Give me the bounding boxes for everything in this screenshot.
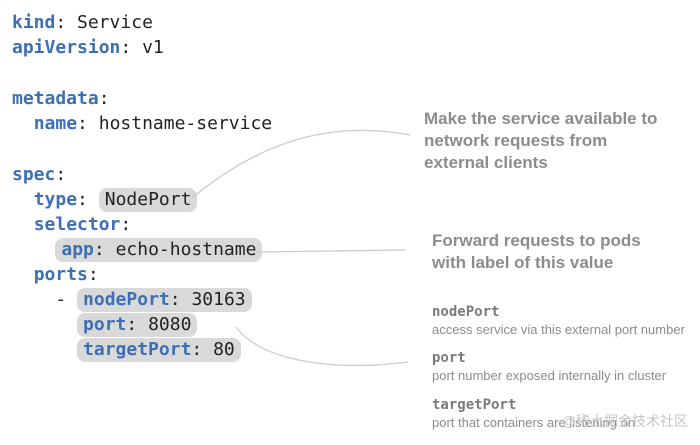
yaml-key-kind: kind [12,12,56,33]
yaml-line-app: app: echo-hostname [12,237,263,262]
yaml-line-ports: ports: [33,264,99,285]
yaml-key-apiversion: apiVersion [12,37,121,58]
yaml-key-targetport: targetPort [83,339,192,360]
yaml-targetport-highlight: targetPort: 80 [77,338,241,362]
yaml-app-highlight: app: echo-hostname [55,238,263,262]
callout-nodeport-type: Make the service available to network re… [424,109,658,172]
yaml-value-kind: Service [77,12,153,33]
yaml-key-metadata: metadata [12,88,99,109]
legend-name-targetport: targetPort [432,397,517,413]
legend-name-nodeport: nodePort [432,304,500,320]
yaml-value-targetport: 80 [213,339,235,360]
yaml-key-port: port [83,314,127,335]
legend-desc-port: port number exposed internally in cluste… [432,368,667,383]
yaml-value-app: echo-hostname [115,239,257,260]
yaml-line-nodeport: - nodePort: 30163 [12,287,252,312]
yaml-line-name: name: hostname-service [33,113,273,134]
watermark-text: @稀土掘金技术社区 [561,413,688,429]
yaml-key-nodeport: nodePort [83,289,170,310]
yaml-line-metadata: metadata: [12,88,110,109]
yaml-line-spec: spec: [12,164,67,185]
connector-app-to-callout [255,249,406,253]
yaml-line-port: port: 8080 [12,312,198,337]
legend-desc-nodeport: access service via this external port nu… [432,322,685,337]
yaml-port-highlight: port: 8080 [77,313,198,337]
yaml-key-type: type [33,189,78,210]
yaml-key-name: name [33,113,78,134]
yaml-nodeport-highlight: nodePort: 30163 [77,288,252,312]
yaml-line-kind: kind: Service [12,12,153,33]
yaml-line-selector: selector: [33,214,132,235]
yaml-value-port: 8080 [148,314,192,335]
yaml-line-targetport: targetPort: 80 [12,337,241,362]
yaml-key-ports: ports [33,264,88,285]
yaml-key-selector: selector [33,214,121,235]
yaml-value-apiversion: v1 [142,37,164,58]
yaml-line-type: type: NodePort [12,187,198,212]
yaml-key-spec: spec [12,164,56,185]
yaml-key-app: app [61,239,94,260]
connector-type-to-callout [191,129,411,199]
yaml-list-dash: - [55,289,67,310]
yaml-value-nodeport: 30163 [191,289,246,310]
yaml-line-apiversion: apiVersion: v1 [12,37,164,58]
legend-name-port: port [432,350,466,366]
yaml-value-type-highlight: NodePort [98,188,198,212]
connector-ports-to-legend [235,326,409,367]
yaml-value-name: hostname-service [98,113,273,134]
legend-desc-targetport: port that containers are listening on [432,415,636,430]
callout-selector: Forward requests to pods with label of t… [432,231,641,272]
